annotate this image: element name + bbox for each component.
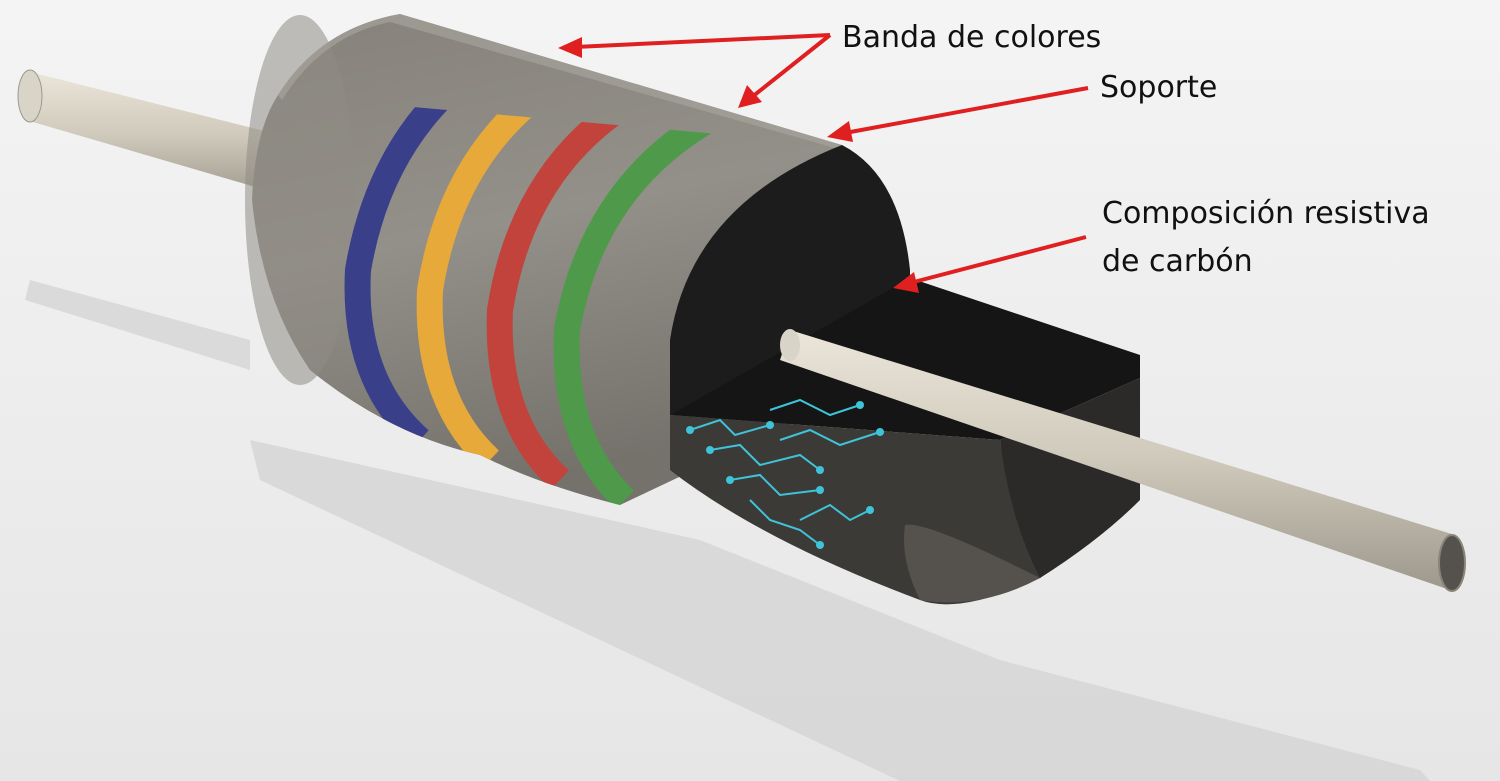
- band-blue: [344, 95, 526, 450]
- circuit-pattern-graphic: [686, 398, 884, 549]
- arrow-carbon: [909, 235, 1087, 285]
- floor-shadow: [25, 280, 1430, 781]
- arrow-support: [844, 86, 1089, 135]
- callout-arrows: [558, 33, 1089, 293]
- band-green: [553, 95, 741, 505]
- label-carbon-line2: de carbón: [1102, 244, 1253, 279]
- arrow-color-bands-2: [750, 33, 832, 99]
- right-lead: [780, 329, 1466, 592]
- label-support: Soporte: [1100, 70, 1218, 105]
- band-red: [486, 95, 668, 490]
- label-carbon-line1: Composición resistiva: [1102, 196, 1430, 231]
- label-color-bands: Banda de colores: [842, 20, 1102, 55]
- label-carbon-composition: Composición resistiva de carbón: [1102, 190, 1430, 286]
- left-lead: [17, 69, 300, 200]
- arrow-color-bands-1: [574, 33, 831, 49]
